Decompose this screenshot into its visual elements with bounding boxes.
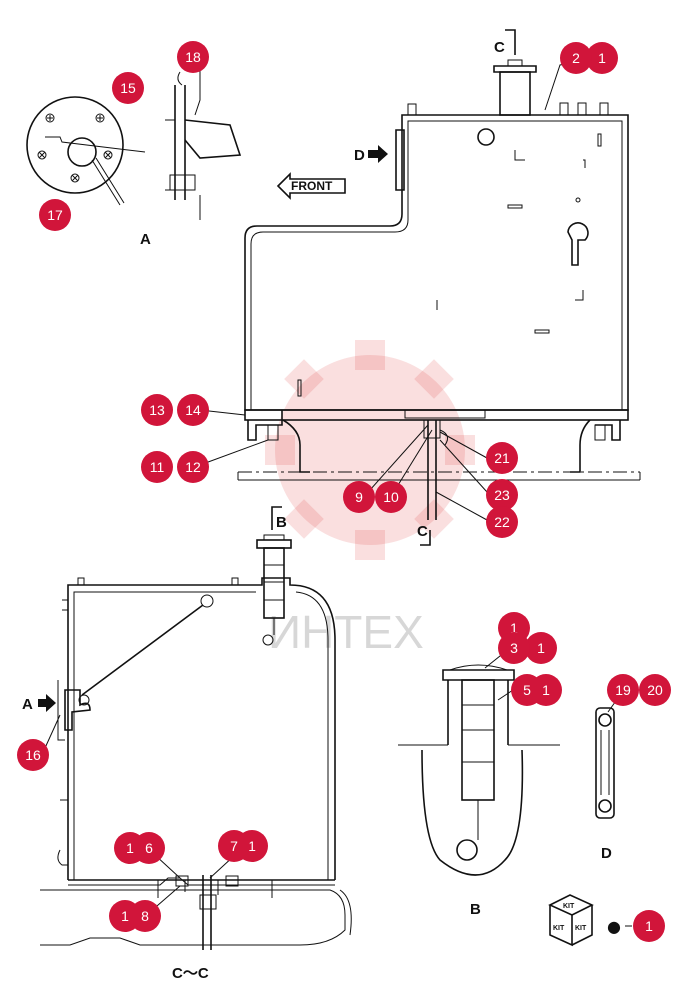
svg-text:20: 20 — [647, 682, 663, 698]
svg-text:14: 14 — [185, 402, 201, 418]
section-b-mark-label: B — [276, 514, 287, 531]
svg-text:13: 13 — [149, 402, 165, 418]
view-d-detail — [595, 707, 615, 819]
view-d-arrow-label: D — [354, 147, 365, 164]
callout-22: 22 — [486, 506, 518, 538]
callout-18: 18 — [177, 41, 209, 73]
callout-kit-1: 1 — [633, 910, 665, 942]
callout-3: 3 — [498, 632, 530, 664]
svg-text:9: 9 — [355, 489, 363, 505]
section-c-bottom-label: C — [417, 523, 428, 540]
watermark-gear-logo — [265, 340, 475, 560]
svg-text:5: 5 — [523, 682, 531, 698]
callout-7: 7 — [218, 830, 250, 862]
callout-1-c3: 1 — [525, 632, 557, 664]
callout-14: 14 — [177, 394, 209, 426]
view-a-arrow — [38, 694, 56, 712]
svg-text:10: 10 — [383, 489, 399, 505]
svg-text:8: 8 — [141, 908, 149, 924]
svg-text:11: 11 — [150, 459, 165, 475]
section-c-top-label: C — [494, 39, 505, 56]
leader-lines-main — [199, 59, 589, 521]
svg-text:1: 1 — [126, 840, 134, 856]
callout-1-top: 1 — [586, 42, 618, 74]
callout-16: 16 — [17, 739, 49, 771]
section-c-top-mark — [505, 29, 516, 55]
callout-5: 5 — [511, 674, 543, 706]
svg-text:12: 12 — [185, 459, 201, 475]
svg-text:1: 1 — [510, 620, 518, 636]
svg-text:1: 1 — [121, 908, 129, 924]
front-label: FRONT — [291, 179, 333, 193]
svg-text:6: 6 — [145, 840, 153, 856]
callout-15: 15 — [112, 72, 144, 104]
callout-9: 9 — [343, 481, 375, 513]
svg-text:17: 17 — [47, 207, 63, 223]
callout-21: 21 — [486, 442, 518, 474]
svg-text:2: 2 — [572, 50, 580, 66]
svg-text:22: 22 — [494, 514, 510, 530]
view-a-detail — [26, 70, 242, 220]
kit-box-text-right: KIT — [575, 925, 587, 932]
svg-text:1: 1 — [248, 838, 256, 854]
view-d-label: D — [601, 845, 612, 862]
callout-20: 20 — [639, 674, 671, 706]
kit-box-text-top: KIT — [563, 903, 575, 910]
callout-8: 8 — [129, 900, 161, 932]
callout-6: 6 — [133, 832, 165, 864]
kit-box-icon — [548, 894, 594, 947]
section-b-mark — [271, 506, 282, 530]
view-a-label: A — [140, 231, 151, 248]
svg-text:1: 1 — [542, 682, 550, 698]
svg-text:23: 23 — [494, 487, 510, 503]
svg-text:19: 19 — [615, 682, 631, 698]
callout-2: 2 — [560, 42, 592, 74]
callout-11: 11 — [141, 451, 173, 483]
section-cc-view — [40, 534, 352, 950]
svg-text:7: 7 — [230, 838, 238, 854]
kit-box-text-left: KIT — [553, 925, 565, 932]
section-c-bottom-mark — [420, 530, 431, 546]
watermark-text: ИНТЕХ — [268, 606, 424, 658]
svg-text:3: 3 — [510, 640, 518, 656]
callout-23: 23 — [486, 479, 518, 511]
callout-12: 12 — [177, 451, 209, 483]
callout-19: 19 — [607, 674, 639, 706]
view-d-arrow — [368, 145, 388, 163]
svg-text:18: 18 — [185, 49, 201, 65]
callout-17: 17 — [39, 199, 71, 231]
view-b-label: B — [470, 901, 481, 918]
svg-text:1: 1 — [598, 50, 606, 66]
kit-dot: ● — [607, 917, 621, 936]
svg-text:16: 16 — [25, 747, 41, 763]
front-arrow — [276, 172, 346, 200]
svg-text:21: 21 — [494, 450, 510, 466]
svg-text:1: 1 — [537, 640, 545, 656]
callout-13: 13 — [141, 394, 173, 426]
leader-line-5 — [497, 689, 514, 701]
svg-text:1: 1 — [645, 918, 653, 934]
svg-text:15: 15 — [120, 80, 136, 96]
view-b-detail — [398, 664, 560, 876]
callout-10: 10 — [375, 481, 407, 513]
section-cc-label: C～C — [172, 965, 209, 982]
view-a-arrow-label: A — [22, 696, 33, 713]
